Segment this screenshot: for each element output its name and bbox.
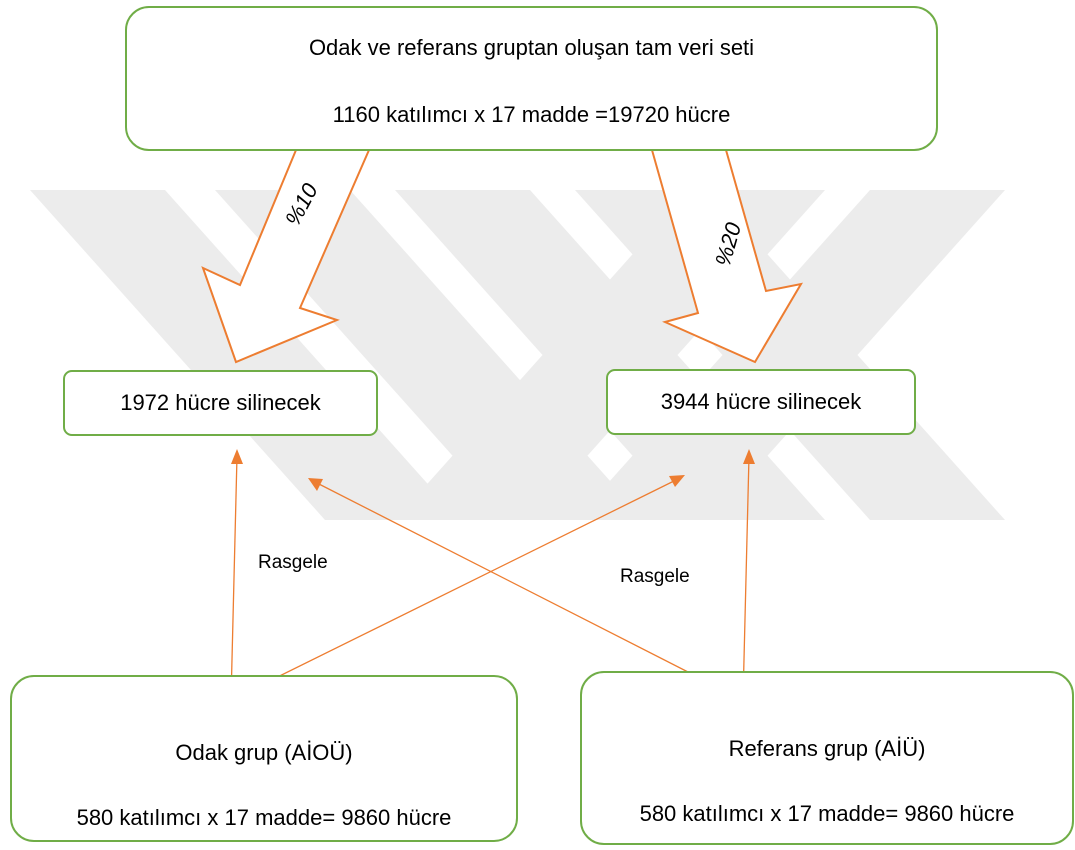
delete-10-percent-box: 1972 hücre silinecek (63, 370, 378, 436)
arrowhead-left-up (231, 449, 243, 464)
connector-odak-to-right (230, 478, 679, 701)
reference-group-title: Referans grup (AİÜ) (728, 736, 926, 761)
random-label-left: Rasgele (258, 552, 328, 573)
focal-group-count: 580 katılımcı x 17 madde= 9860 hücre (76, 805, 452, 830)
random-label-right: Rasgele (620, 566, 690, 587)
focal-group-box: Odak grup (AİOÜ) 580 katılımcı x 17 madd… (10, 675, 518, 842)
delete-20-percent-box: 3944 hücre silinecek (606, 369, 916, 435)
full-dataset-count: 1160 katılımcı x 17 madde =19720 hücre (332, 102, 731, 127)
left-block-arrow (201, 149, 371, 364)
reference-group-count: 580 katılımcı x 17 madde= 9860 hücre (639, 801, 1015, 826)
connector-referans-to-left (314, 481, 744, 701)
reference-group-box: Referans grup (AİÜ) 580 katılımcı x 17 m… (580, 671, 1074, 845)
arrowhead-right-cross (669, 475, 685, 487)
delete-10-percent-text: 1972 hücre silinecek (120, 390, 321, 415)
full-dataset-title: Odak ve referans gruptan oluşan tam veri… (308, 35, 755, 60)
delete-20-percent-text: 3944 hücre silinecek (660, 389, 862, 414)
arrowhead-right-up (743, 449, 755, 464)
full-dataset-box: Odak ve referans gruptan oluşan tam veri… (125, 6, 938, 151)
arrowhead-left-cross (308, 478, 323, 491)
connector-referans-to-right (742, 455, 750, 701)
connector-odak-to-left (230, 455, 238, 701)
focal-group-title: Odak grup (AİOÜ) (175, 740, 353, 765)
right-block-arrow (650, 149, 803, 364)
